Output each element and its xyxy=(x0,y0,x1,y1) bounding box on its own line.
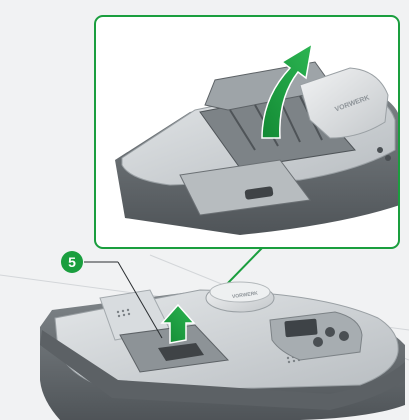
robot-bumper xyxy=(40,330,405,410)
callout-number: 5 xyxy=(68,254,76,270)
zoom-bin-tray xyxy=(179,159,311,216)
callout-marker: 5 xyxy=(61,251,163,339)
curved-up-arrow-icon xyxy=(261,42,314,139)
control-button-3 xyxy=(313,337,323,347)
lift-arrow-icon xyxy=(160,303,196,344)
zoom-handle xyxy=(244,186,274,200)
callout-circle-icon xyxy=(61,251,83,273)
control-button-2 xyxy=(339,331,349,341)
robot-vacuum: VORWERK xyxy=(40,281,405,420)
speaker-dots-left xyxy=(116,308,131,318)
dome-logo: VORWERK xyxy=(232,290,259,300)
dust-bin-handle xyxy=(158,343,204,361)
detail-panel: VORWERK xyxy=(94,15,400,249)
lcd-display xyxy=(284,318,318,338)
zoom-laser-dome xyxy=(299,67,389,139)
control-button-1 xyxy=(325,327,335,337)
